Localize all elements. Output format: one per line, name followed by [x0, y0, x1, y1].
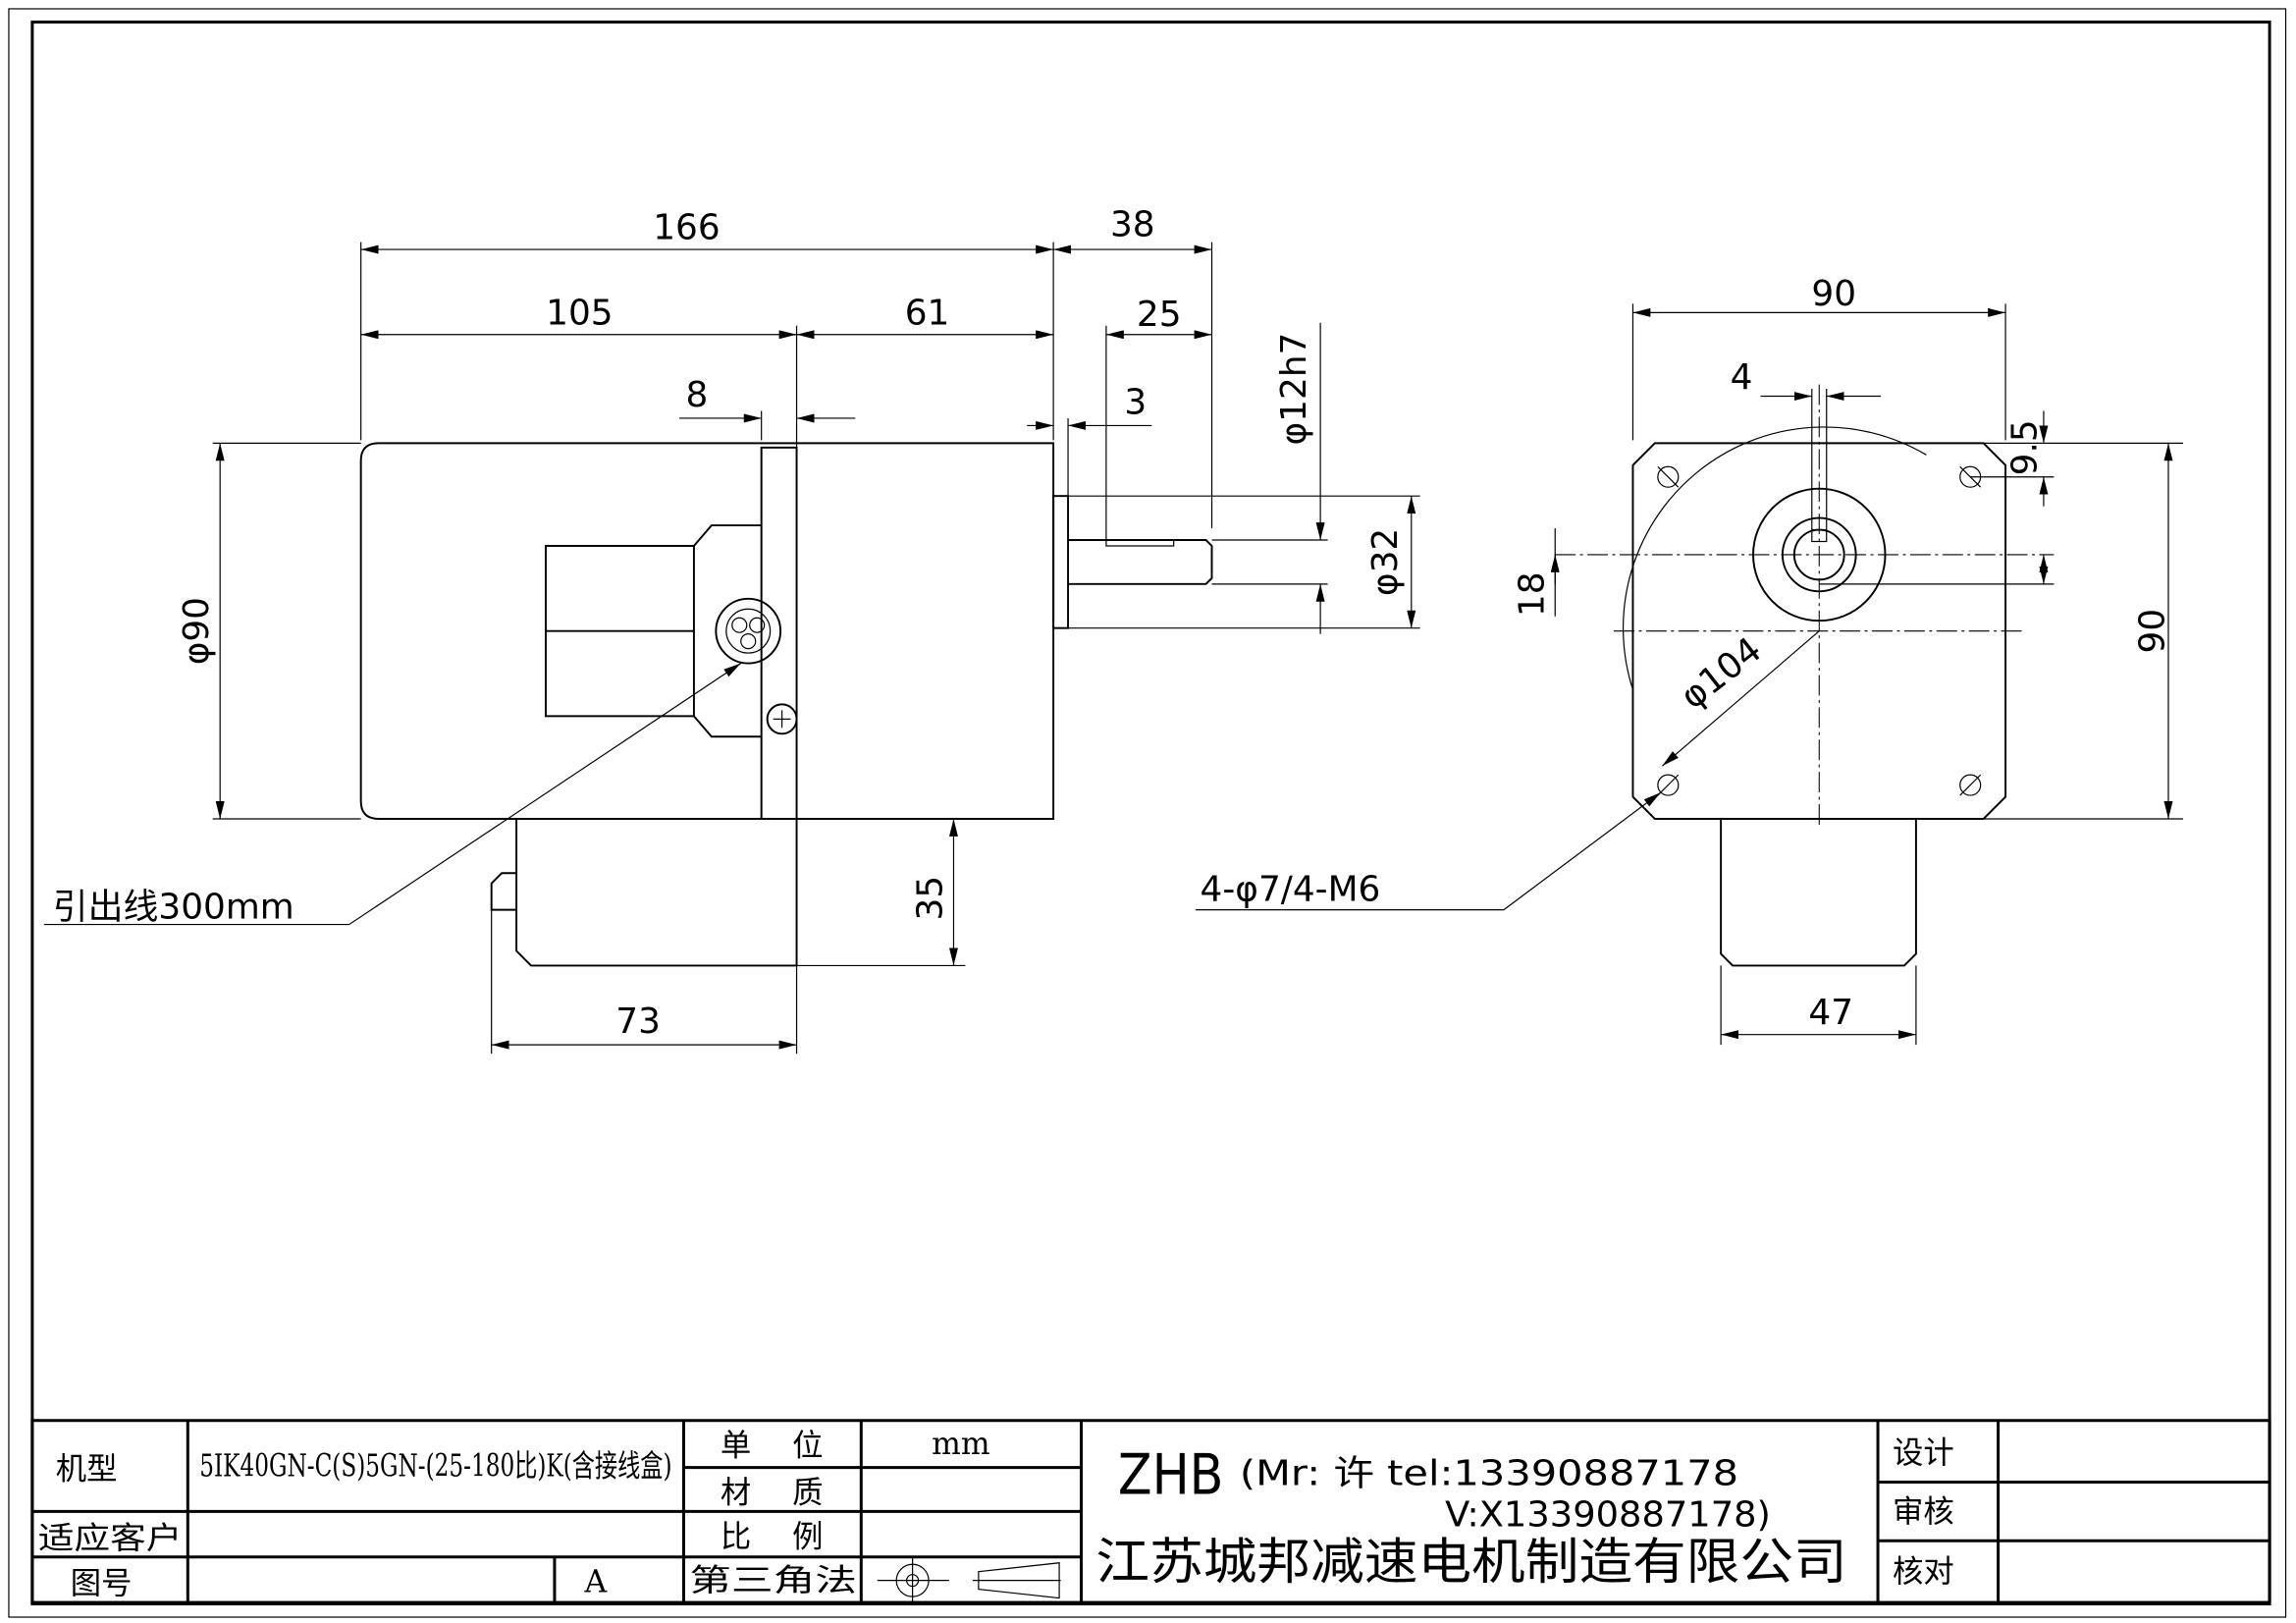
- dim-3: 3: [1124, 382, 1147, 422]
- third-angle-projection-icon: [877, 1556, 1061, 1606]
- dim-47: 47: [1808, 993, 1853, 1033]
- dim-phi32: φ32: [1365, 528, 1406, 596]
- review-label: 审核: [1893, 1494, 1954, 1530]
- front-view: 90 4 9.5 90 18 φ104 47 4-φ7/4-M6: [1196, 274, 2183, 1046]
- company-name: 江苏城邦减速电机制造有限公司: [1095, 1533, 1846, 1591]
- unit-label: 单 位: [721, 1429, 824, 1464]
- dim-18: 18: [1512, 571, 1552, 617]
- dim-166: 166: [653, 208, 720, 248]
- dim-35: 35: [911, 876, 951, 921]
- dim-61: 61: [905, 293, 950, 333]
- revision: A: [583, 1565, 607, 1600]
- projection-label: 第三角法: [689, 1563, 856, 1598]
- outer-frame: [8, 8, 2287, 1618]
- dim-phi104: φ104: [1674, 629, 1770, 717]
- drawing-no-label: 图号: [71, 1566, 133, 1601]
- title-block: 机型 5IK40GN-C(S)5GN-(25-180比)K(含接线盒) 适应客户…: [30, 1419, 2271, 1606]
- dim-9-5: 9.5: [2004, 419, 2045, 475]
- dim-25: 25: [1137, 295, 1182, 335]
- company-contact-1: (Mr: 许 tel:13390887178: [1240, 1454, 1738, 1494]
- dim-90-width: 90: [1811, 274, 1856, 314]
- hole-note: 4-φ7/4-M6: [1201, 870, 1381, 910]
- company-code: ZHB: [1118, 1442, 1224, 1507]
- dim-90-height: 90: [2132, 609, 2172, 654]
- design-label: 设计: [1893, 1435, 1954, 1471]
- inner-frame: [30, 20, 2271, 1606]
- dim-4: 4: [1731, 357, 1753, 398]
- check-label: 核对: [1893, 1554, 1954, 1590]
- dim-38: 38: [1110, 205, 1155, 245]
- dim-8: 8: [686, 375, 709, 415]
- dim-105: 105: [546, 293, 613, 333]
- customer-label: 适应客户: [38, 1521, 182, 1556]
- model-label: 机型: [56, 1452, 118, 1488]
- dim-phi90: φ90: [177, 597, 217, 665]
- dim-phi12h7: φ12h7: [1274, 333, 1314, 446]
- lead-wire-note: 引出线300mm: [53, 888, 294, 928]
- unit-value: mm: [932, 1427, 990, 1462]
- side-view: 166 38 105 61 25 8 3 φ90 φ12h7 φ32 35 73…: [43, 205, 1420, 1055]
- company-contact-2: V:X13390887178): [1445, 1494, 1771, 1535]
- scale-label: 比 例: [721, 1519, 824, 1554]
- model-value: 5IK40GN-C(S)5GN-(25-180比)K(含接线盒): [199, 1449, 671, 1485]
- dim-73: 73: [615, 1001, 661, 1042]
- material-label: 材 质: [721, 1475, 824, 1510]
